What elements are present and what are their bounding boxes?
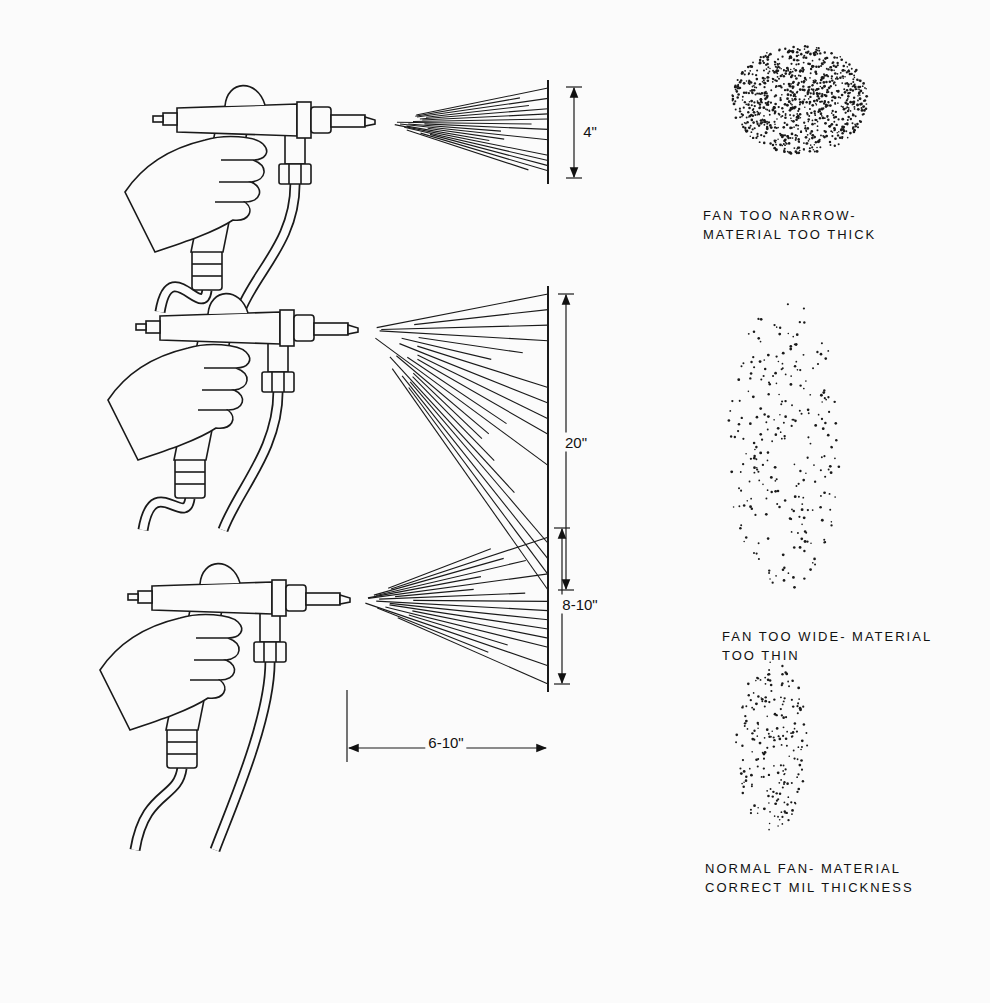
target-surface: [547, 80, 549, 184]
caption: FAN TOO NARROW- MATERIAL TOO THICK: [703, 207, 935, 245]
hose: [240, 184, 295, 312]
caption: NORMAL FAN- MATERIAL CORRECT MIL THICKNE…: [705, 860, 951, 898]
spray-fan: [365, 537, 548, 684]
spray-fan: [375, 294, 548, 590]
nozzle: [306, 593, 340, 605]
fluid-nut: [262, 372, 294, 392]
spray-pattern: [728, 303, 841, 588]
gun-body: [152, 582, 272, 614]
hand: [125, 137, 267, 252]
gun-body: [160, 312, 280, 344]
spray-gun: [100, 564, 350, 850]
dimension-label: 20": [562, 433, 590, 452]
air-cap-ring: [297, 102, 311, 138]
fluid-nut: [279, 164, 311, 184]
hose: [135, 768, 182, 850]
spray-pattern: [735, 662, 808, 831]
nozzle-tip: [340, 595, 350, 604]
finger-line: [198, 368, 236, 410]
air-fitting: [175, 458, 205, 498]
nozzle-tip: [365, 117, 375, 126]
spray-gun: [108, 294, 358, 530]
air-fitting: [192, 250, 222, 290]
gun-hook: [225, 86, 265, 106]
gun-hook: [208, 294, 248, 314]
hose: [143, 498, 190, 530]
air-cap: [311, 107, 331, 133]
air-cap-ring: [272, 580, 286, 616]
gun-body: [177, 104, 297, 136]
hose: [143, 498, 190, 530]
spray-fan: [395, 88, 548, 171]
target-surface: [547, 520, 549, 692]
air-cap: [286, 585, 306, 611]
hose: [135, 768, 182, 850]
air-cap-ring: [280, 310, 294, 346]
nozzle: [314, 323, 348, 335]
hose: [240, 184, 295, 312]
hand: [108, 345, 250, 460]
dimension-label: 4": [580, 122, 600, 141]
nozzle-tip: [348, 325, 358, 334]
air-cap: [294, 315, 314, 341]
caption: FAN TOO WIDE- MATERIAL TOO THIN: [722, 628, 954, 666]
adjust-knob: [128, 594, 138, 600]
hand: [100, 615, 242, 730]
finger-line: [190, 638, 228, 680]
dimension-label: 6-10": [425, 733, 466, 752]
spray-pattern: [731, 45, 868, 155]
adjust-knob: [136, 324, 146, 330]
finger-line: [215, 160, 253, 202]
adjust-knob: [153, 116, 163, 122]
adjust-knob: [163, 113, 177, 125]
spray-gun: [125, 86, 375, 312]
dimension-label: 8-10": [559, 595, 600, 614]
air-fitting: [167, 728, 197, 768]
fluid-nut: [254, 642, 286, 662]
adjust-knob: [146, 321, 160, 333]
nozzle: [331, 115, 365, 127]
adjust-knob: [138, 591, 152, 603]
gun-hook: [200, 564, 240, 584]
distance-dimension: [347, 690, 546, 762]
